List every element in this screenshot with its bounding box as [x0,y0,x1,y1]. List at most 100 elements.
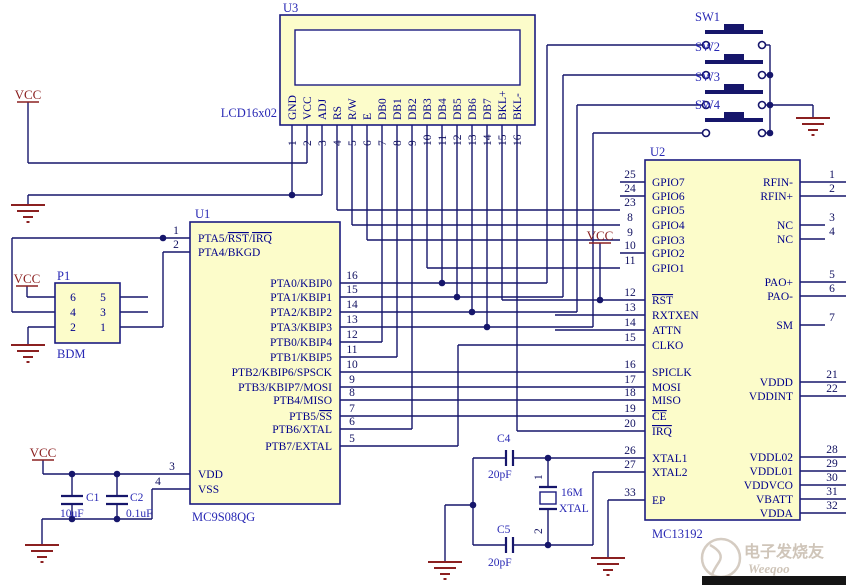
switch-terminal [757,40,767,50]
switch-label: SW1 [695,10,720,24]
switch-label: SW2 [695,40,720,54]
component-ref: U2 [650,145,665,159]
pin-name: VSS [198,484,219,496]
pin-name: CE [652,411,667,423]
switch-terminal [757,100,767,110]
pin-name: PTB5/SS [289,411,332,423]
switch-terminal [701,70,711,80]
pin-number: 1 [533,474,545,480]
pin-number: 12 [452,134,464,146]
switch-sw1-icon [701,24,767,50]
ground-icon [11,204,45,223]
pin-name: DB4 [437,98,449,120]
switch-sw4-icon [701,112,767,138]
component-ref: P1 [57,269,70,283]
pin-number: 16 [512,134,524,146]
pin-number: 5 [347,140,359,146]
pin-name: PTB6/XTAL [272,424,332,436]
junction-dot [113,470,121,478]
pin-name: SPICLK [652,367,692,379]
switch-terminal [757,128,767,138]
pin-number: 3 [169,461,175,473]
junction-dot [766,71,774,79]
pin-number: 14 [624,317,636,329]
pin-number: 30 [826,472,838,484]
pin-name: PTA1/KBIP1 [270,292,332,304]
pin-name: VDDA [760,508,794,520]
pin-number: 17 [624,374,636,386]
pin-name: PAO+ [765,277,793,289]
component-part: MC13192 [652,527,703,541]
pin-number: 28 [826,444,838,456]
pin-number: 8 [627,212,633,224]
component-bodies-layer [54,14,801,521]
pin-number: 29 [826,458,838,470]
ic-body-u2 [644,159,801,521]
switch-terminal [701,128,711,138]
junction-dot [159,234,167,242]
pin-name: VDDINT [749,391,793,403]
pin-name: PTA4/BKGD [198,247,260,259]
pin-number: 13 [467,134,479,146]
pin-name: PTB1/KBIP5 [270,352,332,364]
pin-name: GPIO4 [652,220,685,232]
pin-name: DB5 [452,98,464,120]
pin-name: DB1 [392,98,404,120]
pin-name: VBATT [756,494,793,506]
pin-name: PTB4/MISO [273,395,332,407]
pin-name: BKL+ [497,91,509,121]
pin-name: VDD [198,469,223,481]
pin-name: DB3 [422,98,434,120]
pin-number: 6 [349,416,355,428]
pin-name: GPIO7 [652,177,685,189]
pin-name: XTAL2 [652,467,688,479]
junction-dot [68,470,76,478]
pin-name: NC [777,234,793,246]
ground-icon [796,117,830,136]
pin-name: NC [777,220,793,232]
pin-number: 9 [627,227,633,239]
pin-number: 26 [624,445,636,457]
pin-name: BKL- [512,93,524,120]
pin-number: 2 [533,528,545,534]
pin-number: 7 [829,312,835,324]
ic-body-u1 [189,221,341,505]
pin-number: 7 [349,403,355,415]
junction-dot [468,308,476,316]
switch-terminal [757,70,767,80]
pin-name: RXTXEN [652,310,699,322]
pin-number: 18 [624,387,636,399]
crystal-name: XTAL [559,503,589,515]
cap-ref: C5 [497,524,511,536]
pin-number: 14 [346,299,358,311]
junction-dot [113,515,121,523]
pin-number: 4 [155,476,161,488]
switch-label: SW3 [695,70,720,84]
junction-dot [544,454,552,462]
component-ref: U3 [283,1,298,15]
pin-number: 6 [362,140,374,146]
pin-name: R/W [347,98,359,120]
pin-name: ADJ [317,98,329,120]
pin-number: 3 [100,307,106,319]
vcc-label: VCC [587,228,614,243]
pin-name: PAO- [767,291,793,303]
pin-name: DB0 [377,98,389,120]
pin-number: 4 [332,140,344,146]
pin-number: 11 [437,135,449,146]
symbols-layer [11,24,830,580]
junction-dot [288,191,296,199]
junction-dot [453,293,461,301]
pin-number: 2 [70,322,76,334]
pin-number: 32 [826,500,838,512]
pin-name: MISO [652,395,681,407]
connector-body-p1 [54,282,121,344]
pin-name: VDDVCO [744,480,793,492]
switch-terminal [701,100,711,110]
pin-number: 1 [100,322,106,334]
pin-number: 16 [624,359,636,371]
pin-number: 2 [173,239,179,251]
ground-icon [428,561,462,580]
cap-value: 0.1uF [126,508,153,520]
pin-name: CLKO [652,340,683,352]
